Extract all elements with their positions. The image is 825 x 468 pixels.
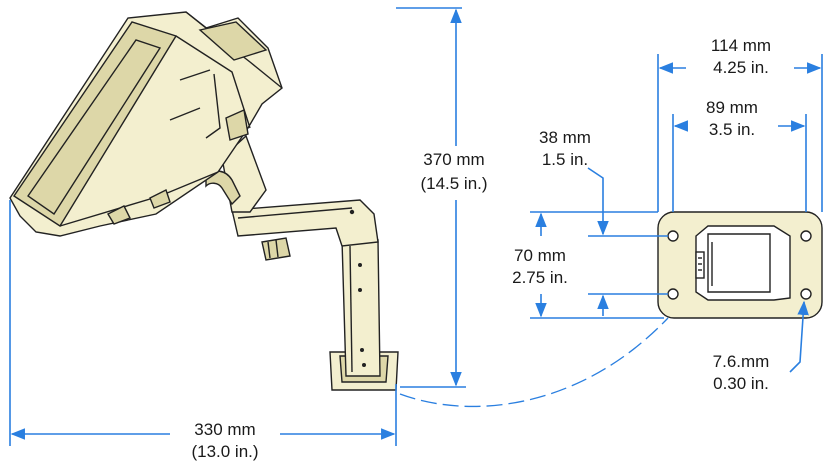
base-depth-metric: 330 mm [194,420,256,439]
hole-spacing-height-metric: 70 mm [514,246,566,265]
mount-hole [800,288,812,300]
hole-diameter-imperial: 0.30 in. [713,374,769,393]
hole-spacing-width-imperial: 3.5 in. [708,120,756,139]
mount-hole [667,230,679,242]
terminal-on-stand-illustration [9,11,399,391]
mounting-plate [657,211,823,319]
hole-spacing-height-imperial: 2.75 in. [512,268,568,287]
mount-hole [667,288,679,300]
base-depth-imperial: (13.0 in.) [191,442,259,461]
hole-spacing-width-metric: 89 mm [706,98,758,117]
mount-hole [800,230,812,242]
hole-diameter-metric: 7.6.mm [712,352,770,371]
slot-offset-metric: 38 mm [539,128,591,147]
plate-width-metric: 114 mm [710,36,772,55]
plate-width-imperial: 4.25 in. [713,58,769,77]
slot-offset-imperial: 1.5 in. [541,150,589,169]
height-total-metric: 370 mm [423,150,485,169]
height-total-imperial: (14.5 in.) [420,174,488,193]
dimension-lines [9,7,823,446]
